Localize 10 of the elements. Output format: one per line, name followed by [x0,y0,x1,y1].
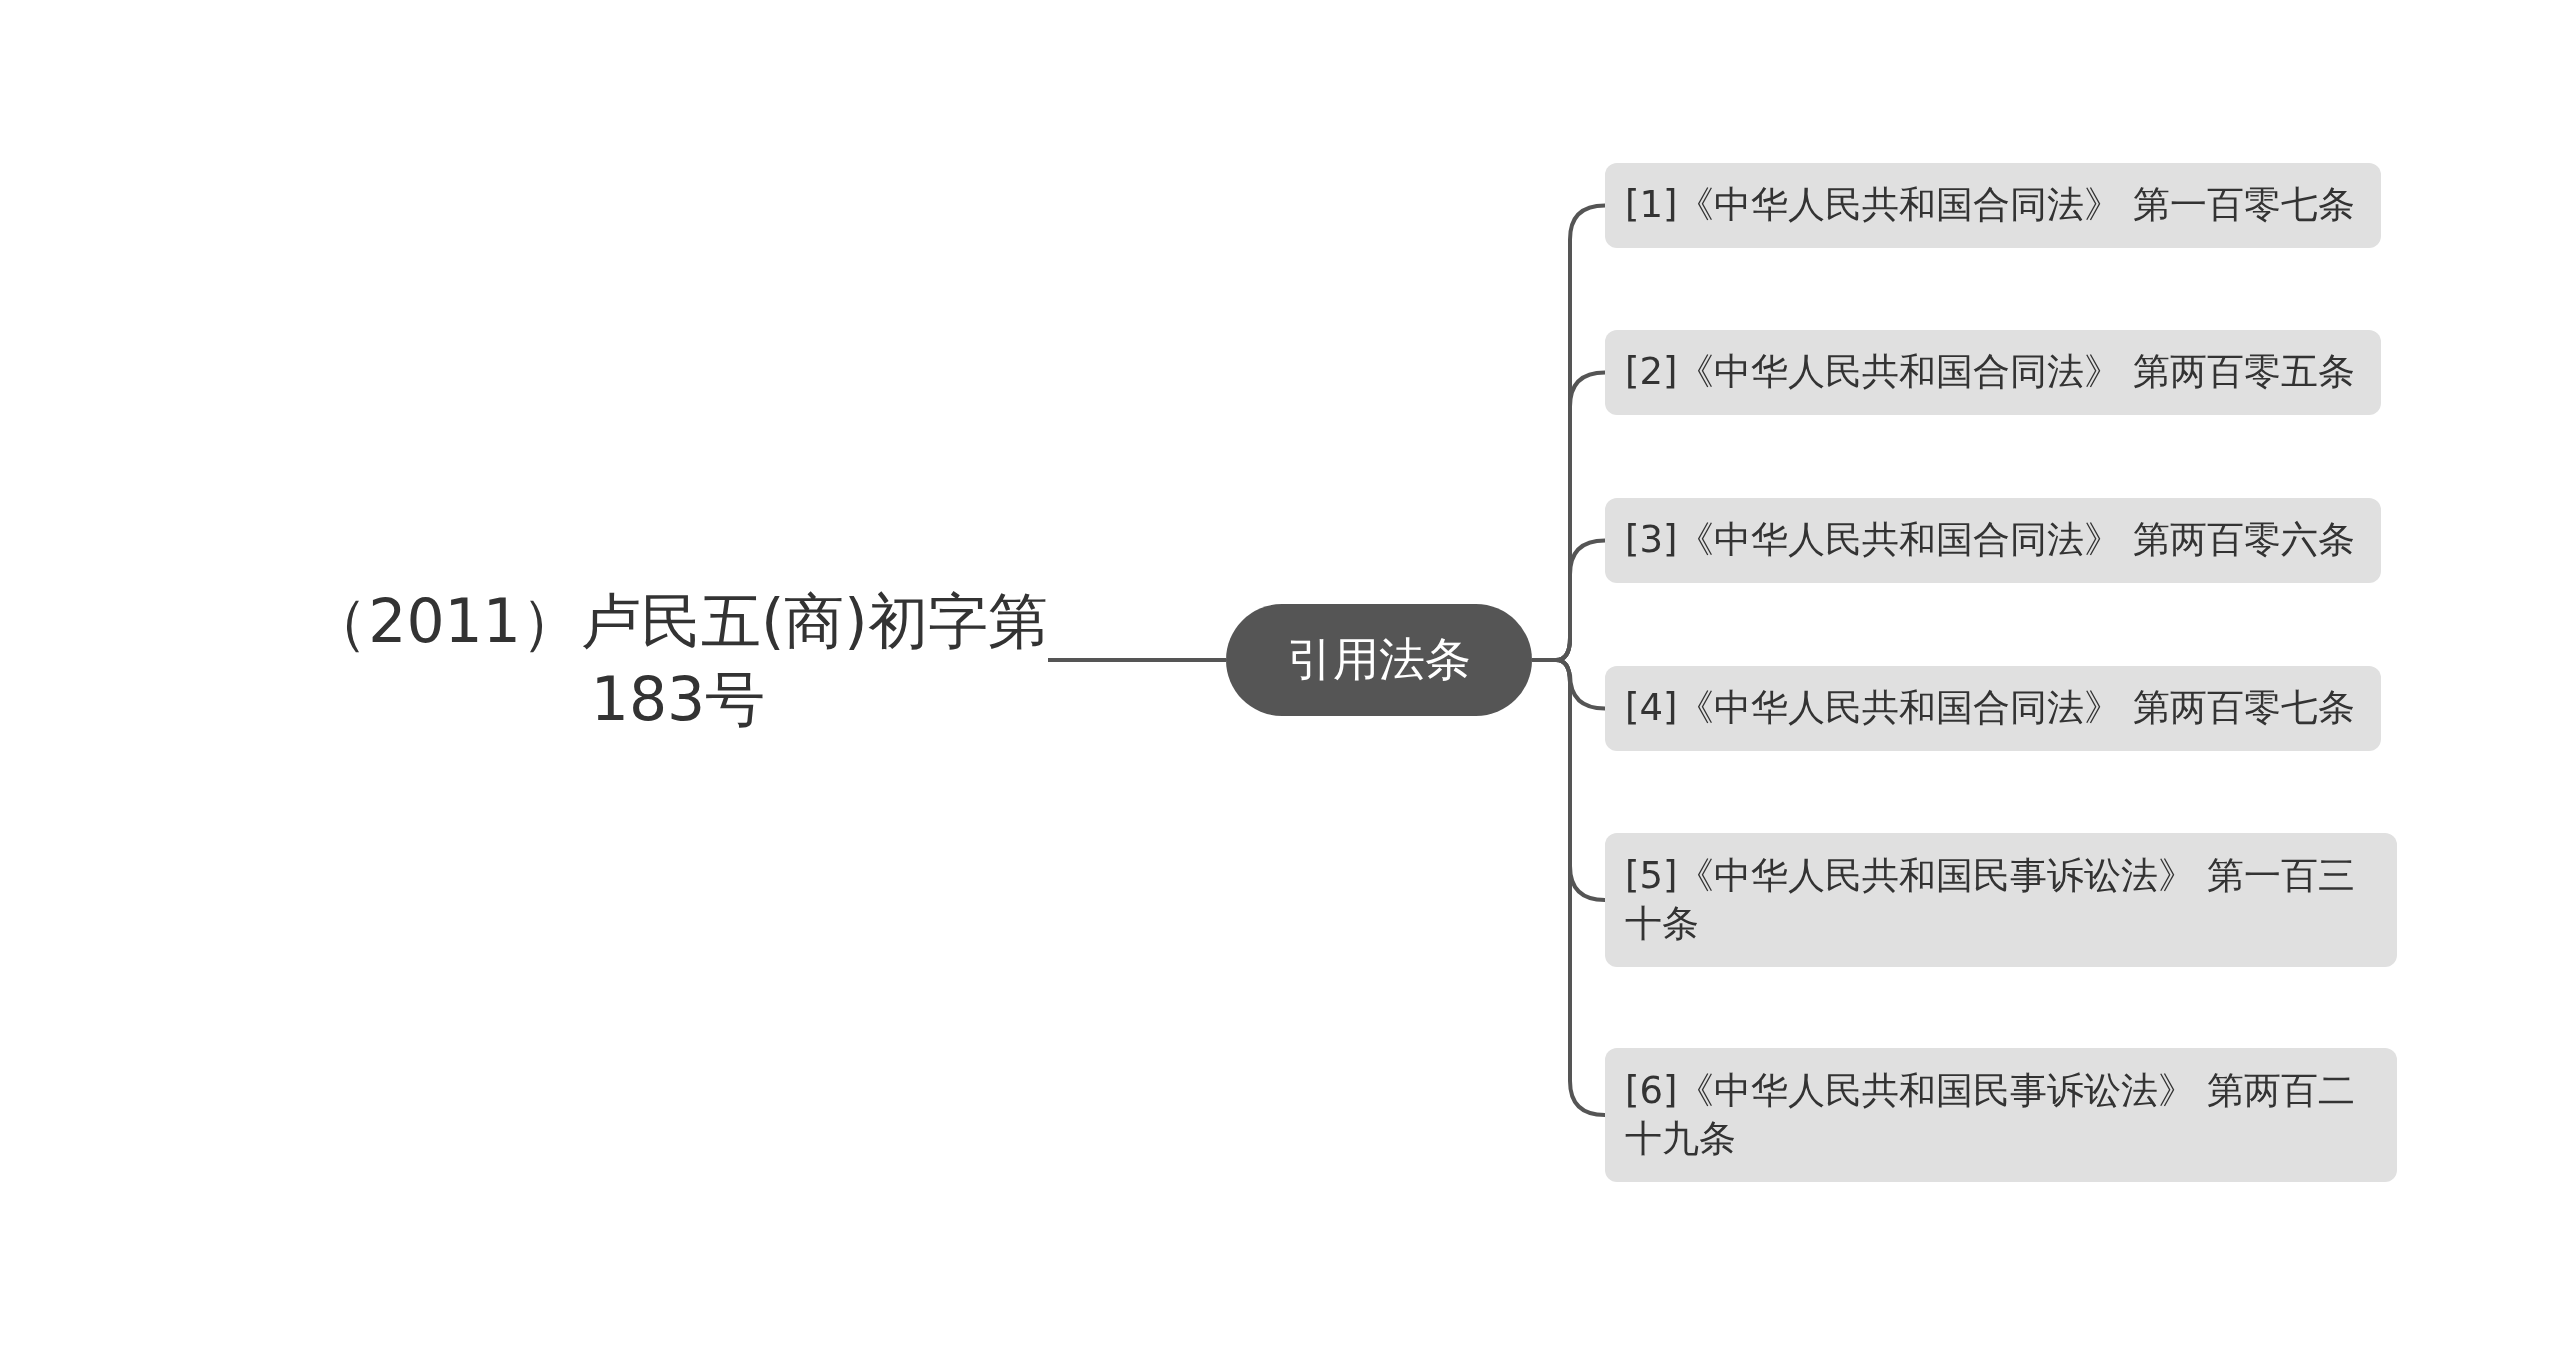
connector-line [1532,658,1606,1117]
subtopic-box: [4]《中华人民共和国合同法》 第两百零七条 [1605,666,2381,751]
subtopic-box: [3]《中华人民共和国合同法》 第两百零六条 [1605,498,2381,583]
topic-pill: 引用法条 [1226,604,1532,716]
subtopic-box: [2]《中华人民共和国合同法》 第两百零五条 [1605,330,2381,415]
root-topic: （2011）卢民五(商)初字第183号 [308,580,1048,740]
subtopic-box: [5]《中华人民共和国民事诉讼法》 第一百三十条 [1605,833,2397,967]
subtopic-box: [1]《中华人民共和国合同法》 第一百零七条 [1605,163,2381,248]
subtopic-box: [6]《中华人民共和国民事诉讼法》 第两百二十九条 [1605,1048,2397,1182]
connector-line [1048,658,1226,662]
